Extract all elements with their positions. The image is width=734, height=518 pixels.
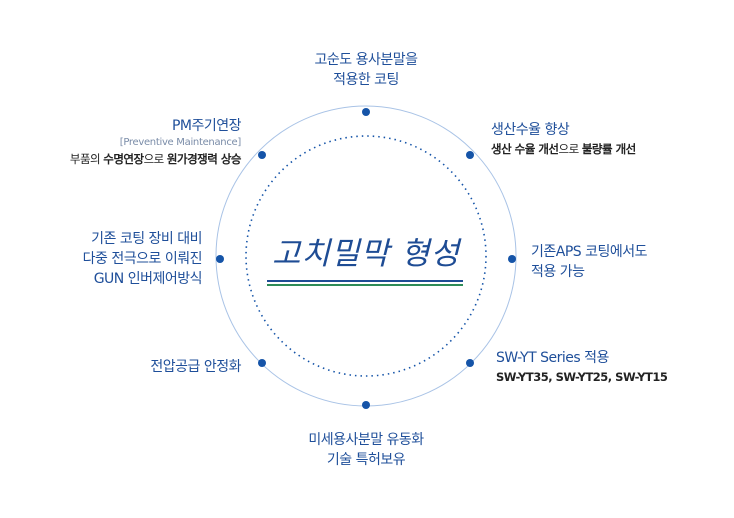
label-top-line-1: 고순도 용사분말을 [314, 52, 419, 68]
center-underline-blue [267, 280, 463, 282]
label-bottom-right-title: SW-YT Series 적용 [496, 350, 609, 366]
inner-dotted-ring [245, 135, 487, 377]
label-bottom-right-sub: SW-YT35, SW-YT25, SW-YT15 [496, 370, 668, 384]
sub-text: 으로 [558, 142, 582, 156]
label-top-left: PM주기연장 [Preventive Maintenance] 부품의 수명연장… [69, 116, 242, 168]
label-left-line-3: GUN 인버제어방식 [93, 271, 203, 287]
sub-strong: 원가경쟁력 상승 [166, 152, 242, 166]
label-right: 기존APS 코팅에서도 적용 가능 [531, 242, 648, 282]
label-left: 기존 코팅 장비 대비 다중 전극으로 이뤄진 GUN 인버제어방식 [82, 229, 203, 289]
sub-strong: 생산 수율 개선 [491, 142, 559, 156]
node-dot-bottom [362, 401, 370, 409]
label-top-right-title: 생산수율 향상 [491, 122, 570, 138]
label-top-line-2: 적용한 코팅 [333, 72, 399, 88]
label-top-left-title: PM주기연장 [171, 118, 242, 134]
sub-strong: 수명연장 [103, 152, 144, 166]
label-top-right-sub: 생산 수율 개선으로 불량률 개선 [491, 140, 636, 158]
label-top-right: 생산수율 향상 생산 수율 개선으로 불량률 개선 [491, 120, 636, 158]
label-top-left-sub: 부품의 수명연장으로 원가경쟁력 상승 [69, 150, 242, 168]
node-dot-bottom-left [258, 359, 266, 367]
sub-text: 으로 [143, 152, 167, 166]
center-underline-green [267, 284, 463, 286]
node-dot-top-right [466, 151, 474, 159]
node-dot-top [362, 108, 370, 116]
label-left-line-1: 기존 코팅 장비 대비 [91, 231, 202, 247]
node-dot-top-left [258, 151, 266, 159]
node-dot-left [216, 255, 224, 263]
sub-strong: 불량률 개선 [581, 142, 636, 156]
center-title: 고치밀막 형성 [272, 236, 460, 272]
label-bottom-right: SW-YT Series 적용 SW-YT35, SW-YT25, SW-YT1… [496, 348, 668, 386]
label-top-left-note: [Preventive Maintenance] [119, 137, 242, 148]
label-bottom-left: 전압공급 안정화 [150, 357, 241, 377]
node-dot-bottom-right [466, 359, 474, 367]
label-bottom-line-2: 기술 특허보유 [326, 452, 406, 468]
label-right-line-2: 적용 가능 [531, 264, 585, 280]
sub-text: 부품의 [69, 152, 104, 166]
label-bottom-left-line-1: 전압공급 안정화 [150, 359, 241, 375]
label-bottom-line-1: 미세용사분말 유동화 [308, 432, 424, 448]
node-dot-right [508, 255, 516, 263]
label-top: 고순도 용사분말을 적용한 코팅 [266, 50, 466, 90]
label-bottom: 미세용사분말 유동화 기술 특허보유 [266, 430, 466, 470]
label-right-line-1: 기존APS 코팅에서도 [531, 244, 648, 260]
label-left-line-2: 다중 전극으로 이뤄진 [82, 251, 203, 267]
